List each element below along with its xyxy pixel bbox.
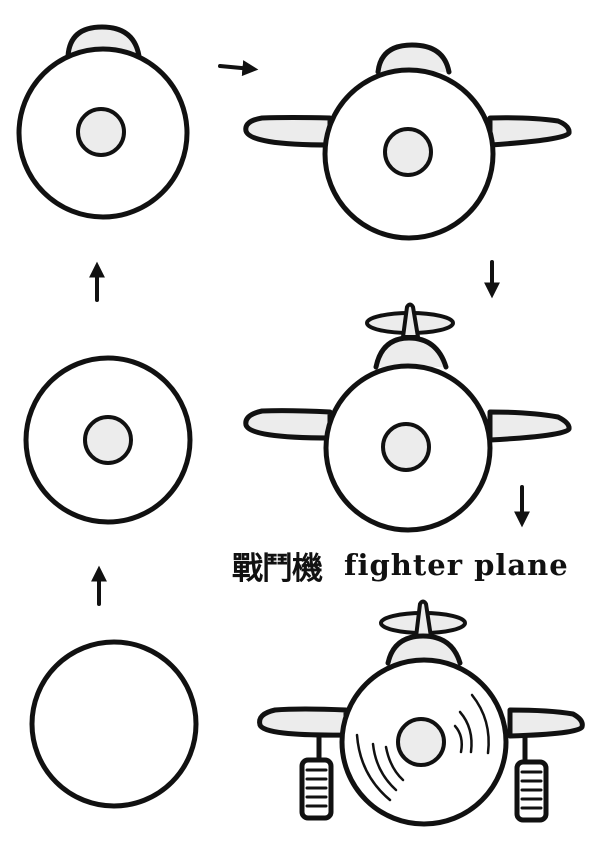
title-caption: 戰鬥機 fighter plane [232,540,600,590]
left-wheel [299,757,334,821]
step-5-propeller [243,302,572,533]
title-english: fighter plane [344,548,569,582]
title-chinese: 戰鬥機 [232,550,323,587]
step-6-fighter-plane-complete [257,599,585,827]
step-1-circle [29,639,199,809]
spin-lines [355,693,490,802]
arrow-right-icon [218,60,259,77]
step-arrows [89,60,530,606]
right-wheel [514,759,549,823]
step-4-wings [243,42,572,241]
step-2-circle-with-nose [23,355,193,525]
step-3-cockpit [16,24,190,220]
